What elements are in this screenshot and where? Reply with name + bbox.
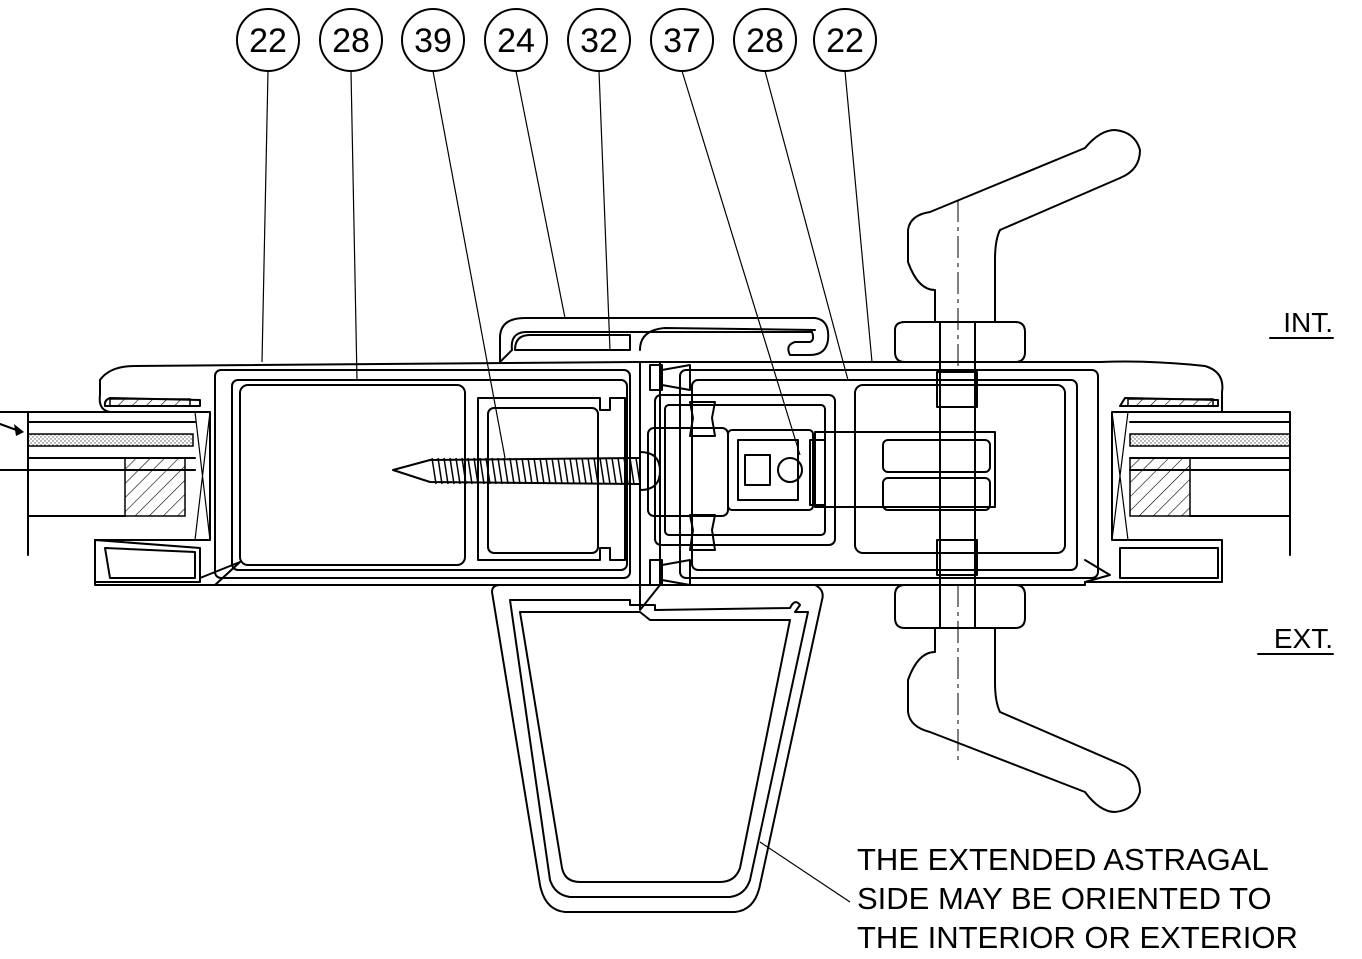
callout-bubbles: 22 28 39 24 32 37 28 22 bbox=[236, 8, 877, 72]
callout-bubble-22-left: 22 bbox=[236, 8, 300, 72]
callout-bubble-22-right: 22 bbox=[813, 8, 877, 72]
callout-label: 37 bbox=[663, 22, 701, 60]
handle-spindle bbox=[936, 321, 978, 629]
callout-label: 22 bbox=[826, 22, 864, 60]
note-line-3: THE INTERIOR OR EXTERIOR bbox=[857, 920, 1298, 955]
callout-bubble-32: 32 bbox=[567, 8, 631, 72]
astragal-top-cap bbox=[499, 317, 830, 363]
callout-label: 28 bbox=[332, 22, 370, 60]
glazing-left bbox=[0, 411, 211, 556]
leader-22-left bbox=[261, 70, 269, 363]
callout-bubble-24: 24 bbox=[484, 8, 548, 72]
lever-handle-exterior bbox=[894, 584, 1141, 813]
glazing-right bbox=[1111, 411, 1291, 556]
note-line-1: THE EXTENDED ASTRAGAL bbox=[857, 842, 1269, 877]
extended-astragal bbox=[491, 584, 851, 913]
lock-roller-37 bbox=[727, 429, 996, 511]
leader-28-right bbox=[764, 70, 849, 381]
right-door-stile bbox=[659, 360, 1224, 586]
leader-22-right bbox=[844, 70, 873, 363]
astragal-orientation-note: THE EXTENDED ASTRAGAL SIDE MAY BE ORIENT… bbox=[857, 842, 1298, 955]
leader-24 bbox=[515, 70, 566, 319]
note-line-2: SIDE MAY BE ORIENTED TO bbox=[857, 881, 1272, 916]
callout-bubble-39: 39 bbox=[401, 8, 465, 72]
callout-label: 39 bbox=[414, 22, 452, 60]
lever-handle-interior bbox=[894, 129, 1141, 370]
callout-bubble-28-right: 28 bbox=[733, 8, 797, 72]
screw-39 bbox=[392, 451, 661, 491]
callout-bubble-28-left: 28 bbox=[319, 8, 383, 72]
leader-28-left bbox=[350, 70, 358, 381]
side-labels: INT. EXT. bbox=[1257, 307, 1334, 655]
leader-32 bbox=[598, 70, 611, 351]
interior-label: INT. bbox=[1283, 307, 1333, 338]
leader-39 bbox=[432, 70, 506, 459]
leader-37 bbox=[681, 70, 801, 456]
callout-label: 28 bbox=[746, 22, 784, 60]
callout-bubble-37: 37 bbox=[650, 8, 714, 72]
exterior-label: EXT. bbox=[1274, 623, 1333, 654]
callout-label: 32 bbox=[580, 22, 618, 60]
leader-lines bbox=[261, 70, 873, 459]
callout-label: 22 bbox=[249, 22, 287, 60]
left-door-stile bbox=[94, 361, 641, 586]
callout-label: 24 bbox=[497, 22, 535, 60]
